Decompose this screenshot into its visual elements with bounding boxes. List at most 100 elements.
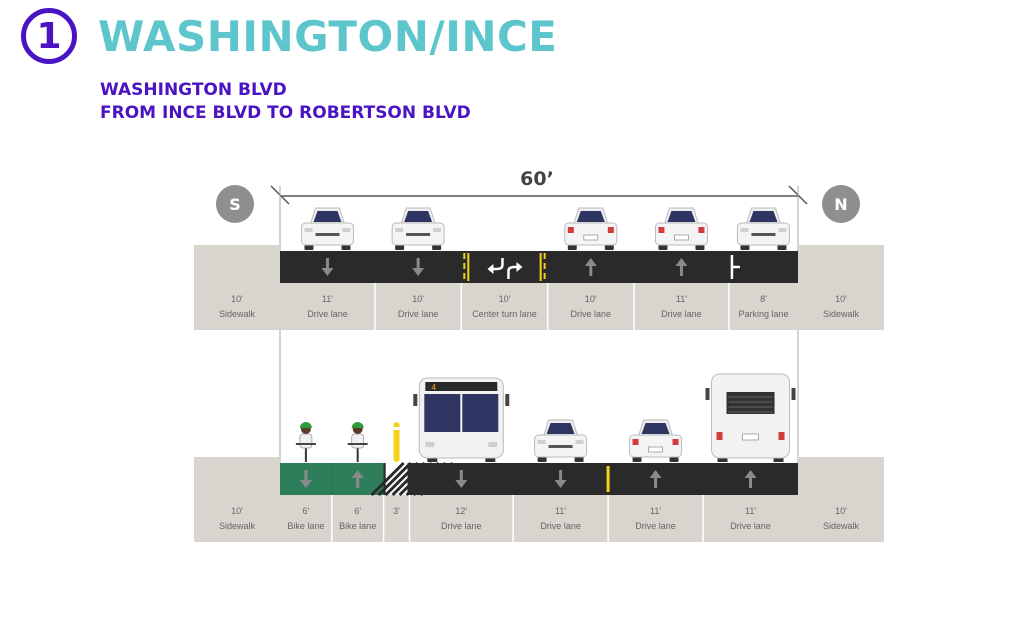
side-mirror bbox=[705, 388, 710, 400]
sidewalk-right-width: 10' bbox=[835, 506, 847, 516]
headlight bbox=[740, 228, 749, 232]
car-icon bbox=[300, 207, 354, 250]
headlight bbox=[575, 440, 584, 444]
lane-type-label: Drive lane bbox=[398, 309, 439, 319]
tail-light bbox=[658, 227, 665, 233]
rear-window bbox=[576, 211, 605, 222]
arrow-head bbox=[649, 470, 662, 478]
grille bbox=[548, 445, 573, 448]
lane-type-label: Parking lane bbox=[738, 309, 788, 319]
sidewalk-left-width: 10' bbox=[231, 506, 243, 516]
license-plate bbox=[583, 234, 599, 241]
side-mirror bbox=[791, 388, 796, 400]
car-body bbox=[564, 222, 618, 246]
wheel bbox=[717, 456, 728, 462]
car-icon bbox=[736, 207, 790, 250]
lane-width: 10' bbox=[412, 294, 424, 304]
wheel bbox=[740, 245, 750, 250]
lane-label-band bbox=[280, 495, 798, 542]
buffer-edge bbox=[407, 463, 410, 495]
car-icon bbox=[391, 207, 445, 250]
headlight bbox=[425, 442, 435, 447]
lane-arrow-down-icon bbox=[299, 470, 312, 488]
rider-torso bbox=[299, 433, 313, 449]
lane-type-label: Drive lane bbox=[307, 309, 348, 319]
roadway bbox=[280, 251, 798, 283]
car-body bbox=[629, 434, 683, 458]
lane-arrow-down-icon bbox=[455, 470, 468, 488]
arrow-shaft bbox=[304, 470, 308, 480]
bicyclist-icon bbox=[295, 422, 316, 462]
lane-type-label: Center turn lane bbox=[472, 309, 537, 319]
hatch-stripe bbox=[370, 461, 405, 497]
lane-type-label: Drive lane bbox=[571, 309, 612, 319]
arrow-head bbox=[321, 268, 334, 276]
turn-arrow-left-path bbox=[492, 258, 504, 271]
lane-arrow-down-icon bbox=[554, 470, 567, 488]
car-rear-icon bbox=[629, 419, 683, 462]
arrow-shaft bbox=[749, 478, 753, 488]
lane-type-label: Drive lane bbox=[635, 521, 676, 531]
grille-panel bbox=[726, 392, 775, 414]
sidewalk-left-label: Sidewalk bbox=[219, 309, 256, 319]
lane-type-label: Bike lane bbox=[287, 521, 324, 531]
lane-width: 12' bbox=[455, 506, 467, 516]
arrow-head bbox=[554, 480, 567, 488]
arrow-head bbox=[584, 258, 597, 266]
headlight bbox=[342, 228, 351, 232]
destination-sign bbox=[425, 382, 498, 391]
north-direction-marker bbox=[822, 185, 860, 223]
arrow-shaft bbox=[416, 258, 420, 268]
bicyclist-icon bbox=[347, 422, 368, 462]
sidewalk-right-width: 10' bbox=[835, 294, 847, 304]
flex-post-icon bbox=[393, 422, 400, 462]
helmet bbox=[351, 422, 364, 428]
license-plate bbox=[648, 446, 663, 453]
windshield bbox=[546, 423, 575, 434]
bus-rear-icon bbox=[705, 373, 796, 462]
turn-arrow-right-head bbox=[516, 262, 523, 272]
wheel bbox=[485, 456, 496, 462]
rear-window bbox=[641, 423, 670, 434]
lane-width: 11' bbox=[650, 506, 661, 516]
lane-width: 8' bbox=[760, 294, 767, 304]
windshield bbox=[404, 211, 433, 222]
section-number-badge: 1 bbox=[21, 8, 77, 64]
sidewalk-right bbox=[798, 245, 884, 330]
sidewalk-left bbox=[194, 245, 280, 330]
segment-extent: FROM INCE BLVD TO ROBERTSON BLVD bbox=[100, 103, 471, 123]
hatch-stripe bbox=[384, 461, 419, 497]
headlight bbox=[778, 228, 787, 232]
sidewalk-left-width: 10' bbox=[231, 294, 243, 304]
rear-window bbox=[667, 211, 696, 222]
arrow-head bbox=[299, 480, 312, 488]
lane-width: 6' bbox=[303, 506, 310, 516]
sidewalk-right bbox=[798, 457, 884, 542]
tail-light bbox=[698, 227, 705, 233]
tail-light bbox=[672, 439, 679, 445]
car-icon bbox=[534, 419, 588, 462]
flex-post bbox=[393, 422, 400, 462]
lane-type-label: Drive lane bbox=[441, 521, 482, 531]
wheel bbox=[537, 457, 547, 462]
wheel bbox=[604, 245, 614, 250]
wheel bbox=[395, 245, 405, 250]
arrow-head bbox=[351, 470, 364, 478]
south-direction-marker bbox=[216, 185, 254, 223]
turn-arrow-left-head bbox=[487, 264, 494, 274]
lane-type-label: Bike lane bbox=[339, 521, 376, 531]
buffer-hatching bbox=[370, 461, 454, 497]
lane-width: 3' bbox=[393, 506, 400, 516]
headlight bbox=[488, 442, 498, 447]
engine-grille bbox=[726, 392, 775, 414]
car-rear-icon bbox=[564, 207, 618, 250]
wheel bbox=[632, 457, 642, 462]
lane-arrow-up-icon bbox=[744, 470, 757, 488]
windshield bbox=[749, 211, 778, 222]
wheel bbox=[669, 457, 679, 462]
arrow-head bbox=[455, 480, 468, 488]
arrow-shaft bbox=[459, 470, 463, 480]
grille bbox=[406, 233, 431, 236]
